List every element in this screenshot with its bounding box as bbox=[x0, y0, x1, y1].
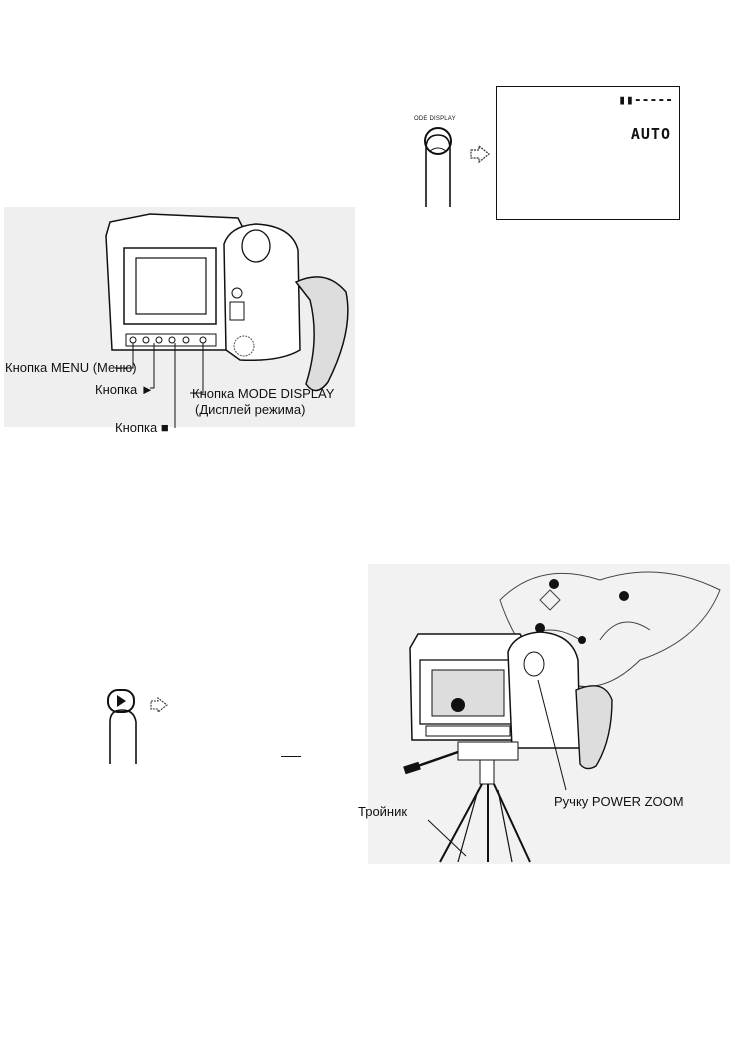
tripod-label: Тройник bbox=[358, 804, 407, 819]
tripod-camera-illustration bbox=[0, 0, 756, 900]
power-zoom-label: Ручку POWER ZOOM bbox=[554, 794, 684, 809]
